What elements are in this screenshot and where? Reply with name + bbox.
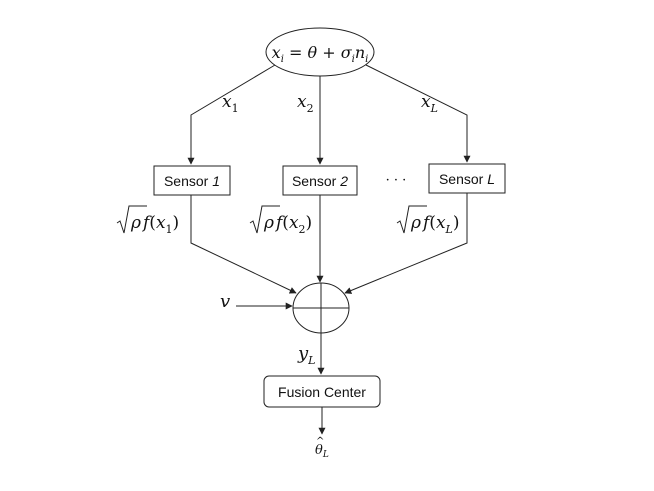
- estimate-label: θL: [315, 443, 329, 460]
- summation-node: [292, 282, 350, 334]
- fusion-center-label: Fusion Center: [278, 384, 366, 400]
- sensor-L-to-sum: [344, 193, 468, 294]
- channel-line-L: [365, 64, 471, 163]
- sum-output-label: yL: [297, 343, 315, 367]
- sensor-1-box: Sensor 1: [153, 165, 231, 196]
- channel-label-2: x2: [297, 92, 314, 115]
- svg-text:Sensor L: Sensor L: [439, 171, 495, 187]
- estimate-hat: ^: [316, 436, 324, 447]
- svg-text:ρf(x2): ρf(x2): [263, 213, 312, 236]
- sensor-1-label: Sensor: [164, 173, 212, 189]
- svg-text:Sensor 2: Sensor 2: [292, 173, 348, 189]
- sensor-2-box: Sensor 2: [282, 165, 358, 196]
- sensor-L-box: Sensor L: [428, 163, 506, 194]
- sensor-2-label: Sensor: [292, 173, 340, 189]
- fusion-center-box: Fusion Center: [263, 375, 381, 408]
- noise-label: v: [220, 291, 230, 312]
- svg-text:ρf(xL): ρf(xL): [410, 213, 459, 236]
- channel-label-1: x1: [222, 92, 239, 115]
- sensor-1-to-sum: [190, 195, 297, 294]
- svg-text:Sensor 1: Sensor 1: [164, 173, 220, 189]
- channel-line-1: [187, 64, 276, 165]
- sensor-ellipsis: · · ·: [386, 173, 407, 188]
- sensor-L-label: Sensor: [439, 171, 487, 187]
- channel-label-L: xL: [421, 92, 438, 115]
- source-equation: xi = θ + σini: [272, 43, 369, 65]
- svg-text:ρf(x1): ρf(x1): [130, 213, 179, 236]
